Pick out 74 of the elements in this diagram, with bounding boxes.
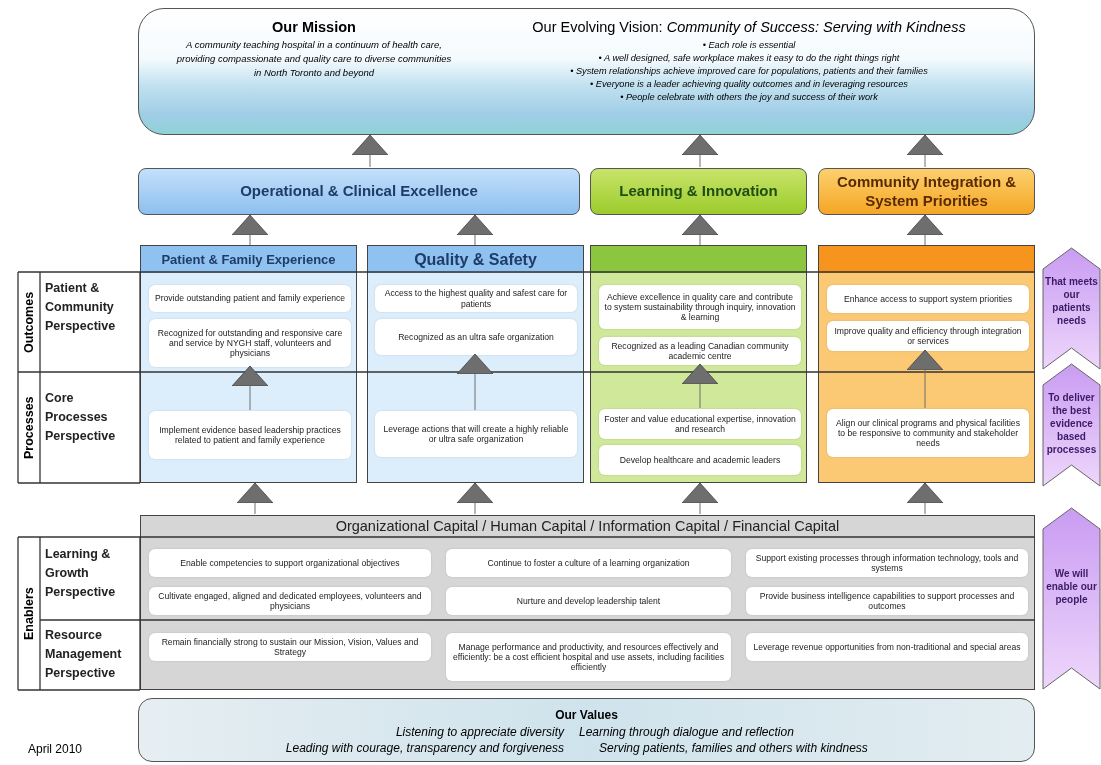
row-group-label: Outcomes [21,290,37,355]
up-arrow [231,214,269,246]
vision-bullet: • People celebrate with others the joy and success of their work [619,90,879,104]
column-header: Patient & Family Experience [141,246,356,273]
column-panel [818,245,1035,483]
objective-card: Leverage actions that will create a highly reliable or ultra safe organization [375,411,577,457]
column-panel [140,245,357,483]
objective-card: Manage performance and productivity, and resources effectively and efficiently: be a cost efficient hospital and use assets, including facilities efficiently [446,633,731,681]
panel-heading: Organizational Capital / Human Capital / Information Capital / Financial Capital [334,518,841,534]
objective-card: Enable competencies to support organizational objectives [149,549,431,577]
vision-bullet: • Everyone is a leader achieving quality outcomes and in leveraging resources [589,77,909,91]
objective-card: Foster and value educational expertise, innovation and research [599,409,801,439]
up-arrow [456,214,494,246]
mission-text: A community teaching hospital in a continuum of health care, providing compassionate and quality care to diverse communities in North Toronto and beyond [175,38,453,80]
row-group-label: Enablers [21,586,37,642]
column-panel [590,245,807,483]
up-arrow [236,482,274,515]
up-arrow [456,482,494,515]
value-text: Leading with courage, transparency and forgiveness [285,741,564,755]
banner-text: To deliver the best evidence based processes [1045,391,1098,456]
objective-card: Leverage revenue opportunities from non-traditional and special areas [746,633,1028,661]
objective-card: Enhance access to support system priorities [827,285,1029,313]
up-arrow [456,353,494,411]
theme-banner: Learning & Innovation [590,168,807,215]
up-arrow [681,363,719,409]
banner-text: We will enable our people [1045,567,1098,606]
panel-heading: Our Evolving Vision: Community of Success: Serving with Kindness [531,19,967,35]
value-text: Listening to appreciate diversity [395,725,564,739]
objective-card: Implement evidence based leadership practices related to patient and family experience [149,411,351,459]
objective-card: Provide business intelligence capabilities to support processes and outcomes [746,587,1028,615]
row-label: Learning & Growth Perspective [45,546,117,601]
row-label: Patient & Community Perspective [45,280,117,335]
vision-bullet: • A well designed, safe workplace makes it easy to do the right things right [597,51,901,65]
objective-card: Improve quality and efficiency through integration or services [827,321,1029,351]
objective-card: Nurture and develop leadership talent [446,587,731,615]
vision-bullet: • System relationships achieve improved care for populations, patients and their families [569,64,929,78]
row-group-label: Processes [21,395,37,461]
banner-text: That meets our patients needs [1045,275,1098,327]
objective-card: Develop healthcare and academic leaders [599,445,801,475]
up-arrow [906,482,944,515]
mission-vision-panel [138,8,1035,135]
objective-card: Provide outstanding patient and family experience [149,285,351,312]
vision-bullet: • Each role is essential [701,39,797,52]
objective-card: Cultivate engaged, aligned and dedicated employees, volunteers and physicians [149,587,431,615]
value-text: Learning through dialogue and reflection [579,725,794,739]
up-arrow [906,214,944,246]
up-arrow [906,349,944,409]
theme-banner: Community Integration & System Priorities [818,168,1035,215]
row-label: Core Processes Perspective [45,390,117,445]
panel-heading: Our Values [554,708,619,722]
up-arrow [681,214,719,246]
objective-card: Recognized as an ultra safe organization [375,319,577,355]
objective-card: Align our clinical programs and physical facilities to be responsive to community and stakeholder needs [827,409,1029,457]
enablers-panel [140,515,1035,690]
objective-card: Recognized for outstanding and responsive care and service by NYGH staff, volunteers and physicians [149,319,351,367]
up-arrow [906,134,944,168]
objective-card: Remain financially strong to sustain our Mission, Vision, Values and Strategy [149,633,431,661]
up-arrow [351,134,389,168]
value-text: Serving patients, families and others with kindness [599,741,868,755]
column-header: Quality & Safety [368,246,583,273]
objective-card: Support existing processes through information technology, tools and systems [746,549,1028,577]
objective-card: Continue to foster a culture of a learning organization [446,549,731,577]
date-note: April 2010 [28,742,83,756]
up-arrow [681,134,719,168]
row-label: Resource Management Perspective [45,627,123,682]
objective-card: Access to the highest quality and safest care for patients [375,285,577,312]
up-arrow [231,365,269,411]
theme-banner: Operational & Clinical Excellence [138,168,580,215]
panel-heading: Our Mission [271,19,357,35]
objective-card: Achieve excellence in quality care and contribute to system sustainability through inquiry, innovation & learning [599,285,801,329]
column-panel [367,245,584,483]
up-arrow [681,482,719,515]
objective-card: Recognized as a leading Canadian community academic centre [599,337,801,365]
values-panel [138,698,1035,762]
